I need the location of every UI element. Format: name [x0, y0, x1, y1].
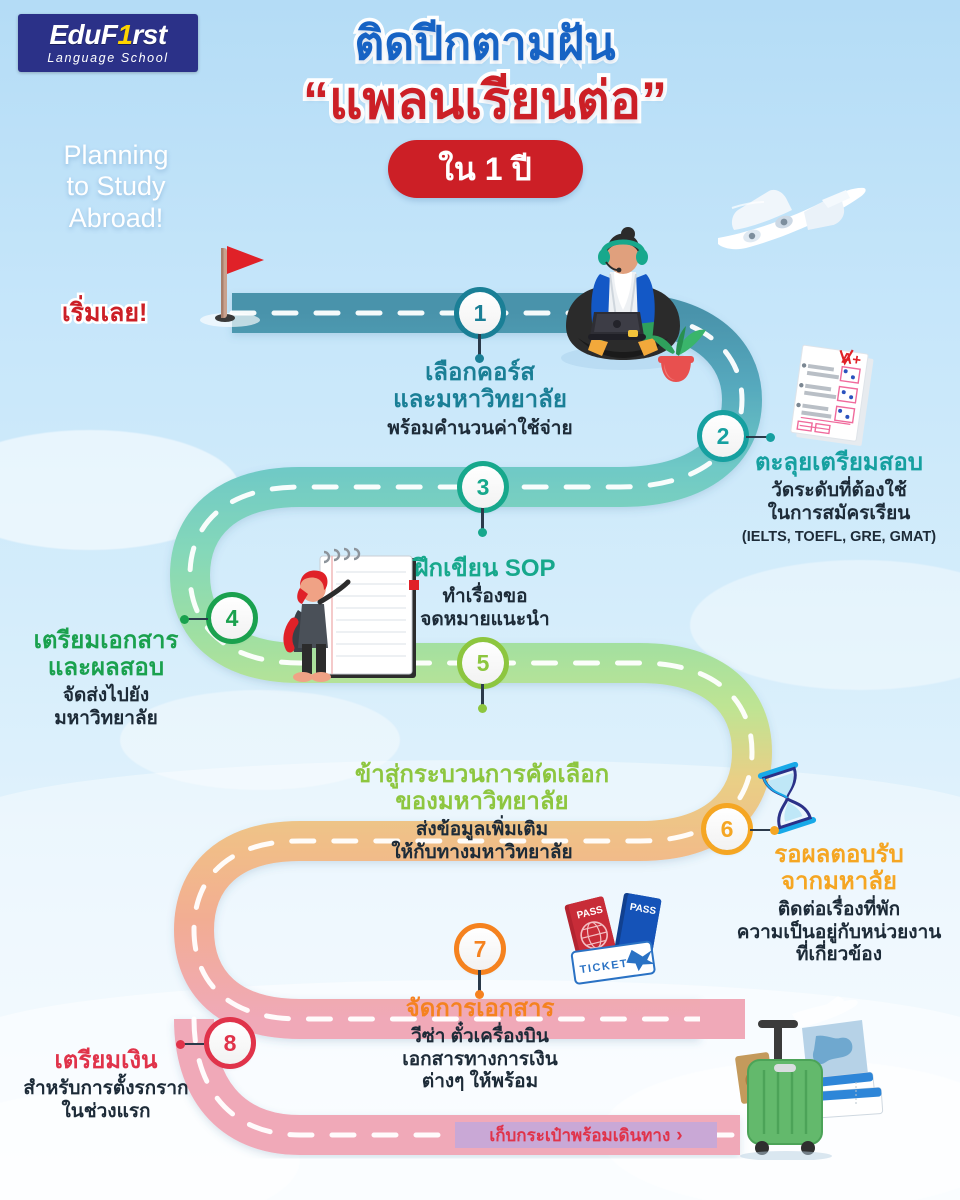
step-connector-1	[475, 334, 484, 363]
hourglass-icon	[757, 762, 817, 834]
step-connector-7	[475, 970, 484, 999]
headline-line-1: ติดปีกตามฝัน	[351, 14, 619, 72]
step-title-2: ตะลุยเตรียมสอบ	[754, 449, 924, 476]
step-text-5: ข้าสู่กระบวนการคัดเลือก ของมหาวิทยาลัย ส…	[292, 761, 672, 864]
step-sub-1: พร้อมคำนวนค่าใช้จ่าย	[387, 417, 573, 439]
end-banner[interactable]: เก็บกระเป๋าพร้อมเดินทาง ›	[455, 1122, 717, 1148]
student-laptop-beanbag-icon	[561, 227, 685, 370]
brand-logo-one: 1	[117, 19, 133, 51]
step-marker-8[interactable]: 8	[204, 1017, 256, 1069]
exam-paper-icon: A+	[790, 344, 874, 446]
step-number-6: 6	[720, 815, 734, 842]
person-writing-notepad-icon	[283, 547, 419, 682]
step-connector-4	[180, 614, 208, 624]
chevron-right-icon: ›	[676, 1124, 683, 1146]
step-sub-4: จัดส่งไปยัง มหาวิทยาลัย	[54, 684, 158, 729]
step-text-7: จัดการเอกสาร วีซ่า ตั๋วเครื่องบิน เอกสาร…	[330, 995, 630, 1094]
step-marker-7[interactable]: 7	[454, 923, 506, 975]
step-title-5: ข้าสู่กระบวนการคัดเลือก ของมหาวิทยาลัย	[354, 761, 610, 815]
step-marker-2[interactable]: 2	[697, 410, 749, 462]
english-tagline: Planning to Study Abroad!	[63, 140, 169, 233]
headline-line-2-wrap: “แพลนเรียนต่อ”	[250, 67, 720, 133]
step-sub-2: วัดระดับที่ต้องใช้ ในการสมัครเรียน	[767, 479, 911, 524]
step-number-3: 3	[476, 473, 490, 500]
step-marker-ring-8	[204, 1017, 256, 1069]
brand-logo-prefix: EduF	[49, 19, 118, 51]
step-connector-3	[478, 508, 487, 537]
step-title-3: ฝึกเขียน SOP	[414, 555, 556, 582]
passport-ticket-icon: PASS PASS TICKET	[564, 892, 662, 985]
headline-duration-pill: ใน 1 ปี	[387, 139, 583, 198]
step-connector-5	[478, 684, 487, 713]
headline-duration-label: ใน 1 ปี	[438, 150, 532, 187]
step-marker-1[interactable]: 1	[454, 287, 506, 339]
exam-grade-label: A+	[840, 350, 862, 370]
step-number-1: 1	[473, 299, 487, 326]
airplane-icon	[718, 187, 866, 250]
step-connector-8	[176, 1039, 204, 1049]
step-number-4: 4	[225, 604, 239, 631]
step-title-4: เตรียมเอกสาร และผลสอบ	[33, 627, 179, 681]
headline-block: ติดปีกตามฝัน “แพลนเรียนต่อ” ใน 1 ปี	[250, 14, 720, 198]
brand-logo-tagline: Language School	[47, 51, 169, 66]
step-sub-6: ติดต่อเรื่องที่พัก ความเป็นอยู่กับหน่วยง…	[736, 898, 942, 966]
brand-logo-wordmark: EduF1rst	[49, 19, 167, 51]
cloud-2	[690, 560, 960, 690]
step-number-5: 5	[476, 649, 490, 676]
step-marker-4[interactable]: 4	[206, 592, 258, 644]
headline-line-2: “แพลนเรียนต่อ”	[299, 67, 671, 133]
step-marker-3[interactable]: 3	[457, 461, 509, 513]
step-title-7: จัดการเอกสาร	[405, 995, 555, 1022]
step-connector-2	[746, 432, 775, 442]
step-text-2: ตะลุยเตรียมสอบ วัดระดับที่ต้องใช้ ในการส…	[718, 449, 960, 547]
step-title-8: เตรียมเงิน	[54, 1047, 158, 1074]
step-sub-7: วีซ่า ตั๋วเครื่องบิน เอกสารทางการเงิน ต่…	[402, 1025, 558, 1093]
suitcase-travel-icon	[735, 996, 884, 1160]
step-text-6: รอผลตอบรับ จากมหาลัย ติดต่อเรื่องที่พัก …	[718, 841, 960, 967]
step-text-8: เตรียมเงิน สำหรับการตั้งรกราก ในช่วงแรก	[6, 1047, 206, 1123]
step-note-2: (IELTS, TOEFL, GRE, GMAT)	[741, 529, 937, 546]
step-sub-3: ทำเรื่องขอ จดหมายแนะนำ	[420, 585, 550, 630]
passport-label-2: PASS	[629, 902, 657, 917]
cloud-3	[120, 690, 400, 790]
step-number-8: 8	[223, 1029, 237, 1056]
step-text-3: ฝึกเขียน SOP ทำเรื่องขอ จดหมายแนะนำ	[340, 555, 630, 631]
step-sub-8: สำหรับการตั้งรกราก ในช่วงแรก	[23, 1077, 189, 1122]
step-title-6: รอผลตอบรับ จากมหาลัย	[774, 841, 904, 895]
step-marker-5[interactable]: 5	[457, 637, 509, 689]
brand-logo-suffix: rst	[132, 19, 167, 51]
brand-logo[interactable]: EduF1rst Language School	[18, 14, 198, 72]
step-text-1: เลือกคอร์ส และมหาวิทยาลัย พร้อมคำนวนค่าใ…	[300, 359, 660, 441]
step-title-1: เลือกคอร์ส และมหาวิทยาลัย	[393, 359, 567, 413]
flag-icon	[200, 246, 264, 327]
step-number-7: 7	[473, 935, 487, 962]
start-label: เริ่มเลย!	[59, 297, 149, 330]
end-banner-label: เก็บกระเป๋าพร้อมเดินทาง	[489, 1125, 671, 1145]
step-connector-6	[750, 825, 779, 835]
step-number-2: 2	[716, 422, 730, 449]
step-marker-ring-4	[206, 592, 258, 644]
step-text-4: เตรียมเอกสาร และผลสอบ จัดส่งไปยัง มหาวิท…	[8, 627, 204, 730]
step-sub-5: ส่งข้อมูลเพิ่มเติม ให้กับทางมหาวิทยาลัย	[391, 818, 573, 863]
potted-plant-icon	[650, 326, 706, 382]
